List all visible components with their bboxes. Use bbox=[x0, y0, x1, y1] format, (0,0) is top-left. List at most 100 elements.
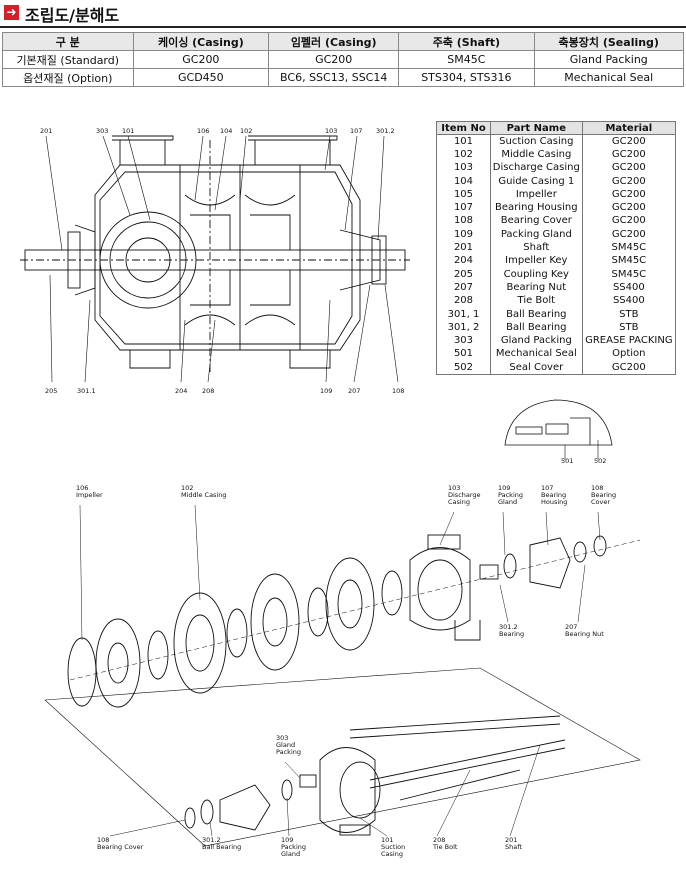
parts-cell: 301, 2 bbox=[436, 321, 491, 335]
section-label-bottom: 301.1 bbox=[77, 387, 96, 395]
material-cell: Mechanical Seal bbox=[533, 68, 685, 87]
exploded-leaders bbox=[79, 504, 601, 837]
section-label-top: 101 bbox=[122, 127, 134, 135]
exploded-label-nut: Bearing Nut bbox=[565, 630, 604, 638]
material-cell: GCD450 bbox=[132, 68, 270, 87]
parts-cell: GC200 bbox=[581, 361, 677, 376]
exploded-label-impeller: Impeller bbox=[76, 491, 103, 499]
section-header: ➜ 조립도/분해도 bbox=[0, 0, 686, 28]
exploded-label-packing: Packing bbox=[276, 748, 301, 756]
exploded-label-housing: 107 bbox=[541, 484, 553, 492]
parts-cell: STB bbox=[581, 321, 677, 335]
section-label-top: 301.2 bbox=[376, 127, 395, 135]
header-rule bbox=[0, 26, 686, 28]
exploded-label-gland_r: Gland bbox=[498, 498, 517, 506]
exploded-label-gland_l: Packing bbox=[281, 843, 306, 851]
parts-cell: 104 bbox=[436, 174, 491, 189]
parts-cell: 303 bbox=[436, 334, 491, 348]
parts-cell: 101 bbox=[436, 134, 491, 149]
exploded-label-impeller: 106 bbox=[76, 484, 88, 492]
parts-cell: GC200 bbox=[581, 188, 677, 202]
exploded-label-discharge: 103 bbox=[448, 484, 460, 492]
material-header-0: 구 분 bbox=[2, 32, 134, 51]
exploded-label-shaft: 201 bbox=[505, 836, 517, 844]
exploded-label-housing: Housing bbox=[541, 498, 567, 506]
exploded-label-nut: 207 bbox=[565, 623, 577, 631]
parts-cell: SM45C bbox=[581, 254, 677, 268]
material-cell: 옵션재질 (Option) bbox=[2, 68, 134, 87]
parts-cell: GC200 bbox=[581, 214, 677, 229]
section-label-top: 102 bbox=[240, 127, 252, 135]
section-label-bottom: 204 bbox=[175, 387, 187, 395]
section-label-top: 104 bbox=[220, 127, 232, 135]
material-cell: BC6, SSC13, SSC14 bbox=[268, 68, 400, 87]
parts-cell: 105 bbox=[436, 188, 491, 202]
exploded-label-cover_r: 108 bbox=[591, 484, 603, 492]
exploded-label-cover_l: Bearing Cover bbox=[97, 843, 144, 851]
parts-cell: 501 bbox=[436, 347, 491, 362]
parts-cell: GC200 bbox=[581, 134, 677, 149]
section-leaders bbox=[45, 135, 399, 383]
parts-header-2: Material bbox=[581, 121, 677, 135]
parts-cell: GREASE PACKING bbox=[581, 334, 677, 348]
parts-cell: GC200 bbox=[581, 201, 677, 215]
parts-cell: 204 bbox=[436, 254, 491, 268]
parts-cell: 301, 1 bbox=[436, 307, 491, 322]
seal-detail bbox=[504, 399, 613, 460]
parts-cell: GC200 bbox=[581, 161, 677, 175]
exploded-label-bearing_r: Bearing bbox=[499, 630, 524, 638]
exploded-label-gland_l: 109 bbox=[281, 836, 293, 844]
section-label-bottom: 207 bbox=[348, 387, 360, 395]
parts-cell: SM45C bbox=[581, 267, 677, 282]
parts-cell: 205 bbox=[436, 267, 491, 282]
exploded-label-shaft: Shaft bbox=[505, 843, 522, 851]
exploded-label-gland_r: 109 bbox=[498, 484, 510, 492]
parts-cell: 502 bbox=[436, 361, 491, 376]
material-header-2: 임펠러 (Casing) bbox=[268, 32, 400, 51]
section-title: 조립도/분해도 bbox=[25, 6, 120, 25]
section-label-bottom: 208 bbox=[202, 387, 214, 395]
parts-cell: SS400 bbox=[581, 281, 677, 295]
parts-cell: 103 bbox=[436, 161, 491, 175]
parts-cell: Option bbox=[581, 347, 677, 362]
parts-cell: 102 bbox=[436, 148, 491, 162]
parts-header-0: Item No bbox=[436, 121, 491, 135]
parts-cell: 109 bbox=[436, 228, 491, 242]
exploded-label-suction: Casing bbox=[381, 850, 403, 858]
exploded-label-suction: 101 bbox=[381, 836, 393, 844]
parts-cell: 201 bbox=[436, 241, 491, 255]
seal-label-502: 502 bbox=[594, 457, 606, 465]
exploded-label-cover_r: Bearing bbox=[591, 491, 616, 499]
parts-cell: GC200 bbox=[581, 148, 677, 162]
exploded-label-middle: Middle Casing bbox=[181, 491, 227, 499]
exploded-label-bearing_l: 301.2 bbox=[202, 836, 221, 844]
material-header-4: 축봉장치 (Sealing) bbox=[533, 32, 685, 51]
material-header-3: 주축 (Shaft) bbox=[398, 32, 535, 51]
section-label-bottom: 205 bbox=[45, 387, 57, 395]
section-label-bottom: 109 bbox=[320, 387, 332, 395]
exploded-label-gland_r: Packing bbox=[498, 491, 523, 499]
section-label-top: 106 bbox=[197, 127, 209, 135]
exploded-view bbox=[44, 534, 641, 847]
parts-cell: 108 bbox=[436, 214, 491, 229]
parts-cell: SM45C bbox=[581, 241, 677, 255]
seal-label-501: 501 bbox=[561, 457, 573, 465]
exploded-label-cover_r: Cover bbox=[591, 498, 610, 506]
parts-header-1: Part Name bbox=[489, 121, 583, 135]
